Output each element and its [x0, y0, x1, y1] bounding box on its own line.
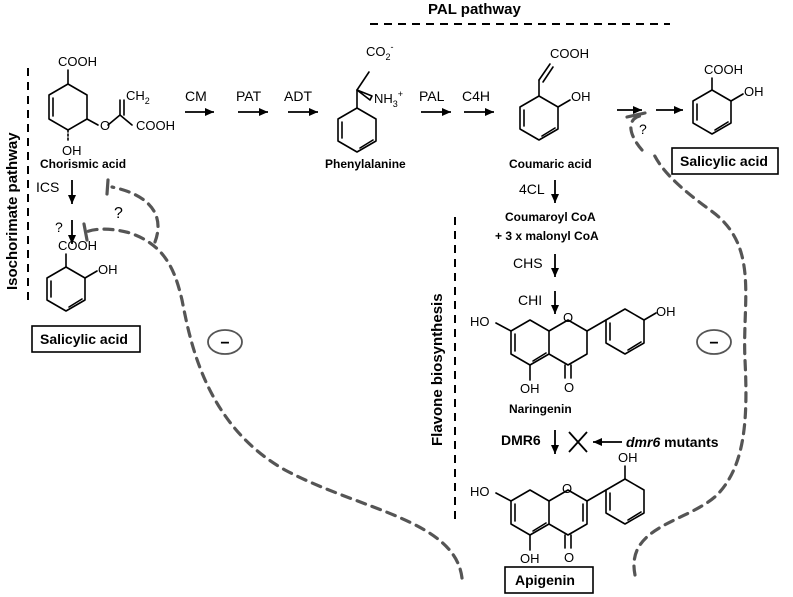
inhibition-bar-left-upper	[105, 178, 110, 196]
enzyme-dmr6: DMR6	[501, 432, 541, 448]
apigenin-box	[504, 566, 594, 594]
apigenin-label: Apigenin	[515, 572, 575, 588]
inhibition-unknown-left: ?	[114, 205, 123, 222]
salicylic-acid-left-structure	[46, 253, 98, 312]
enzyme-unknown-left: ?	[55, 219, 63, 235]
salicylic-acid-left-box	[31, 325, 141, 353]
apigenin-keto-o: O	[564, 550, 574, 565]
sa-left-oh: OH	[98, 262, 118, 277]
chorismic-cooh-top: COOH	[58, 54, 97, 69]
coumaric-acid-structure	[519, 63, 571, 141]
chorismic-ether-o: O	[100, 118, 110, 133]
inhibition-curve-left-upper	[110, 185, 160, 244]
naringenin-oh-bottom: OH	[520, 381, 540, 396]
apigenin-ho: HO	[470, 484, 490, 499]
enzyme-adt: ADT	[284, 88, 312, 104]
chorismic-acid-structure	[48, 69, 133, 143]
phenylalanine-nh3: NH3+	[374, 89, 403, 109]
isochorismate-pathway-label: Isochorimate pathway	[4, 132, 21, 290]
sa-left-cooh: COOH	[58, 238, 97, 253]
enzyme-chi: CHI	[518, 292, 542, 308]
inhibition-curve-right	[632, 148, 748, 577]
apigenin-oh-bottom: OH	[520, 551, 540, 566]
coumaric-acid-label: Coumaric acid	[509, 157, 592, 171]
inhibition-symbol-left: −	[220, 335, 229, 352]
sa-right-oh: OH	[744, 84, 764, 99]
salicylic-acid-left-label: Salicylic acid	[40, 331, 128, 347]
phenylalanine-structure	[337, 71, 377, 153]
naringenin-keto-o: O	[564, 380, 574, 395]
enzyme-unknown-right: ?	[639, 121, 647, 137]
inhibition-badge-right	[696, 329, 732, 355]
salicylic-acid-right-structure	[692, 77, 744, 135]
dmr6-mutants-label: dmr6 mutants	[626, 434, 719, 450]
inhibition-bar-right	[625, 111, 647, 119]
apigenin-oh-top: OH	[618, 450, 638, 465]
enzyme-pal: PAL	[419, 88, 445, 104]
naringenin-label: Naringenin	[509, 402, 572, 416]
sa-right-cooh: COOH	[704, 62, 743, 77]
salicylic-acid-right-label: Salicylic acid	[680, 153, 768, 169]
apigenin-structure	[495, 465, 645, 551]
coumaric-oh: OH	[571, 89, 591, 104]
flavone-biosynthesis-label: Flavone biosynthesis	[429, 293, 446, 446]
phenylalanine-label: Phenylalanine	[325, 157, 406, 171]
inhibition-symbol-right: −	[709, 335, 718, 352]
phenylalanine-co2: CO2-	[366, 42, 394, 62]
inhibition-bar-left-lower	[82, 222, 89, 242]
inhibition-curve-right-hook	[629, 114, 644, 152]
naringenin-ring-o: O	[563, 310, 573, 325]
inhibition-curve-left-lower	[84, 227, 464, 580]
enzyme-pat: PAT	[236, 88, 262, 104]
apigenin-ring-o: O	[562, 481, 572, 496]
enzyme-chs: CHS	[513, 255, 543, 271]
enzyme-cm: CM	[185, 88, 207, 104]
inhibition-badge-left	[207, 329, 243, 355]
chorismic-cooh-side: COOH	[136, 118, 175, 133]
enzyme-4cl: 4CL	[519, 181, 545, 197]
pal-pathway-label: PAL pathway	[428, 1, 521, 18]
coumaric-cooh: COOH	[550, 46, 589, 61]
salicylic-acid-right-box	[671, 147, 779, 175]
malonyl-coa-label: + 3 x malonyl CoA	[495, 229, 599, 243]
enzyme-ics: ICS	[36, 179, 59, 195]
chorismic-oh: OH	[62, 143, 82, 158]
enzyme-c4h: C4H	[462, 88, 490, 104]
naringenin-structure	[495, 308, 657, 381]
chorismic-ch2: CH2	[126, 88, 150, 106]
chorismic-acid-label: Chorismic acid	[40, 157, 126, 171]
block-cross	[568, 431, 588, 453]
naringenin-ho: HO	[470, 314, 490, 329]
naringenin-oh-right: OH	[656, 304, 676, 319]
coumaroyl-coa-label: Coumaroyl CoA	[505, 210, 596, 224]
